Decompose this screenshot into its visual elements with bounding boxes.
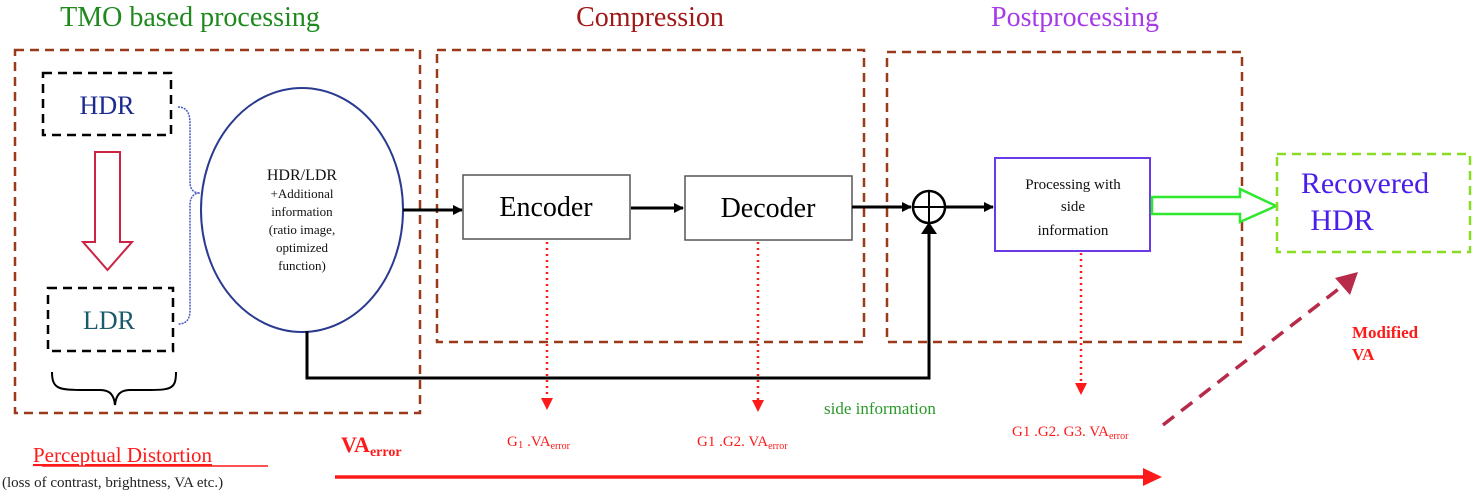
va-error-label: VAerror bbox=[341, 432, 402, 460]
hdr-box bbox=[41, 71, 173, 137]
error-propagation-arrowhead-icon bbox=[1143, 468, 1162, 486]
combined-line6: function) bbox=[278, 258, 326, 273]
modified-va-line2: VA bbox=[1352, 345, 1375, 364]
recovered-line2: HDR bbox=[1310, 204, 1373, 237]
processing-line2: side bbox=[1061, 199, 1086, 215]
recovered-hdr-box bbox=[1275, 152, 1472, 254]
perceptual-distortion-title: Perceptual Distortion bbox=[33, 443, 213, 467]
processing-line3: information bbox=[1038, 223, 1109, 239]
decoder-error-label: G1 .G2. VAerror bbox=[697, 434, 788, 452]
encoder-error-label: G1 .VAerror bbox=[507, 434, 571, 452]
combined-line3: information bbox=[271, 204, 333, 219]
stage-title-postprocessing: Postprocessing bbox=[991, 2, 1159, 33]
processing-error-arrowhead-icon bbox=[1075, 383, 1087, 395]
recovered-line1: Recovered bbox=[1301, 167, 1429, 200]
ldr-box bbox=[46, 286, 175, 353]
encoder-error-arrowhead-icon bbox=[541, 398, 553, 410]
hdr-label: HDR bbox=[80, 91, 136, 120]
stage-box-tmo bbox=[13, 48, 422, 415]
modified-va-arrow bbox=[1161, 282, 1347, 427]
encoder-box bbox=[462, 174, 631, 240]
combined-line4: (ratio image, bbox=[269, 222, 335, 237]
processing-box bbox=[994, 157, 1151, 252]
stage-title-tmo: TMO based processing bbox=[60, 2, 320, 33]
output-arrow-icon bbox=[1150, 187, 1280, 224]
stage-box-compression bbox=[435, 48, 866, 344]
ldr-brace-icon bbox=[51, 371, 177, 406]
tone-mapping-arrow-icon bbox=[80, 151, 135, 272]
combined-line2: +Additional bbox=[271, 186, 334, 201]
decoder-label: Decoder bbox=[721, 193, 817, 224]
decoder-error-arrowhead-icon bbox=[752, 400, 764, 412]
side-information-path bbox=[305, 226, 931, 380]
side-information-label: side information bbox=[824, 399, 936, 418]
combined-line1: HDR/LDR bbox=[267, 167, 338, 184]
ldr-label: LDR bbox=[83, 306, 136, 335]
processing-line1: Processing with bbox=[1025, 177, 1121, 193]
combined-line5: optimized bbox=[276, 240, 328, 255]
input-brace-icon bbox=[177, 106, 201, 325]
modified-va-arrowhead-icon bbox=[1335, 272, 1358, 295]
processing-error-label: G1 .G2. G3. VAerror bbox=[1012, 424, 1129, 442]
side-info-arrowhead-icon bbox=[921, 222, 937, 234]
encoder-label: Encoder bbox=[499, 192, 593, 223]
stage-title-compression: Compression bbox=[576, 2, 724, 33]
modified-va-line1: Modified bbox=[1352, 323, 1419, 342]
perceptual-distortion-detail: (loss of contrast, brightness, VA etc.) bbox=[2, 475, 223, 491]
